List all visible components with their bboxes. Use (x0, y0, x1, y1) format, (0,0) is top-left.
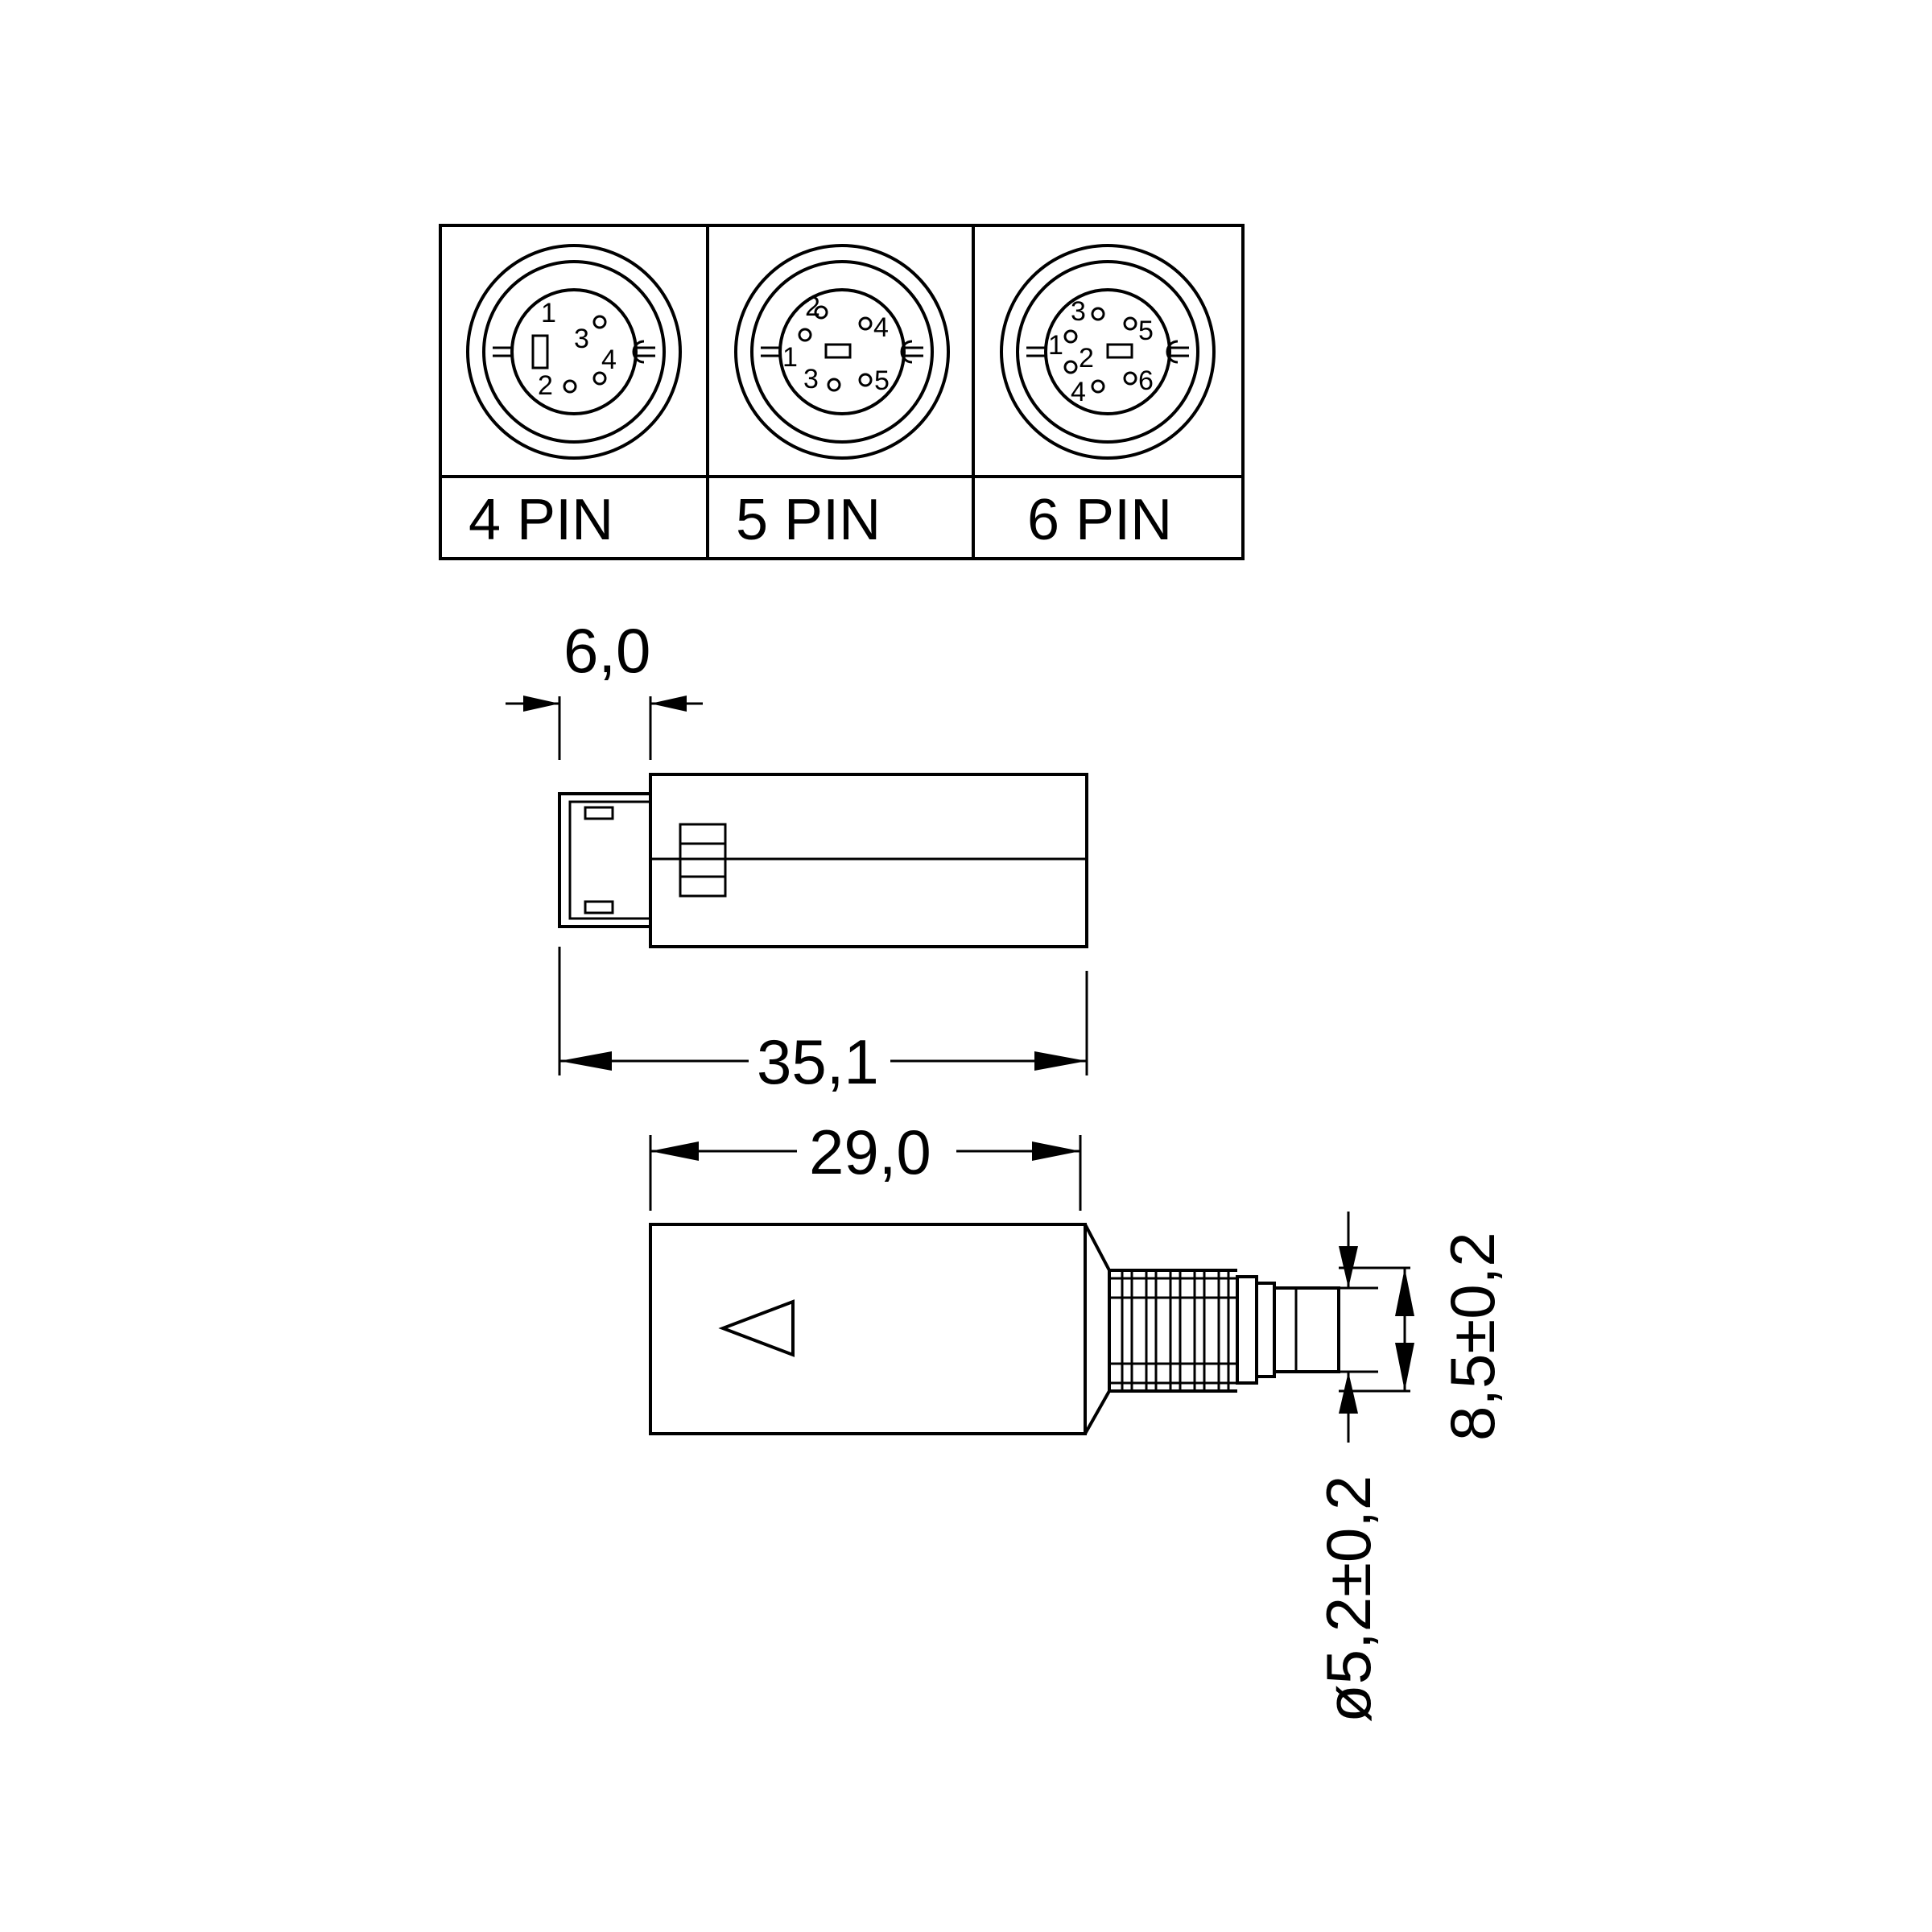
dimension-strain-relief-height: 8,5±0,2 (1339, 1232, 1508, 1441)
pin-number: 6 (1138, 365, 1154, 396)
pin-number: 5 (1138, 316, 1154, 346)
plug-insert (558, 792, 650, 928)
triangle-icon (718, 1299, 795, 1357)
pin-number: 5 (874, 365, 890, 396)
pin-number: 2 (805, 291, 820, 322)
dimension-body-length: 29,0 (649, 1117, 1082, 1211)
pin-count-label: 6 PIN (1027, 488, 1172, 552)
strain-relief-taper (1084, 1224, 1111, 1435)
connector-body-side (649, 773, 1088, 948)
connector-face-6-pin: 3 5 1 2 4 6 (1000, 244, 1216, 460)
connector-side-view: 6,0 35,1 (506, 615, 1088, 1097)
pin-number: 3 (574, 324, 589, 354)
pin-number: 4 (601, 345, 617, 375)
pin-number: 1 (541, 298, 556, 328)
dimension-label: ø5,2±0,2 (1313, 1476, 1384, 1723)
pin-number: 4 (873, 312, 889, 343)
dimension-label: 8,5±0,2 (1437, 1232, 1508, 1441)
pin-count-label: 5 PIN (736, 488, 881, 552)
dimension-insert-length: 6,0 (506, 615, 703, 760)
pin-number: 1 (1048, 330, 1063, 361)
connector-face-5-pin: 2 4 1 3 5 (734, 244, 950, 460)
pin-number: 4 (1071, 377, 1086, 407)
pin-number: 3 (803, 364, 819, 394)
dimension-label: 6,0 (564, 615, 650, 686)
pin-number: 2 (538, 370, 553, 401)
pin-table-frame (439, 224, 1245, 560)
dimension-cable-diameter: ø5,2±0,2 (1313, 1212, 1384, 1723)
latch (679, 823, 727, 898)
pin-number: 3 (1071, 296, 1086, 327)
connector-body-top (649, 1223, 1087, 1435)
strain-relief (1109, 1269, 1340, 1393)
dimension-overall-length: 35,1 (558, 947, 1088, 1097)
dimension-label: 35,1 (757, 1026, 879, 1097)
connector-top-view: 29,0 (649, 1117, 1508, 1723)
connector-face-4-pin: 1 3 2 4 (466, 244, 682, 460)
dimension-label: 29,0 (809, 1117, 931, 1187)
pin-number: 2 (1079, 343, 1094, 374)
pin-number: 1 (782, 342, 798, 373)
pin-count-label: 4 PIN (469, 488, 613, 552)
pin-table: 1 3 2 4 2 4 1 3 5 (439, 224, 1245, 560)
